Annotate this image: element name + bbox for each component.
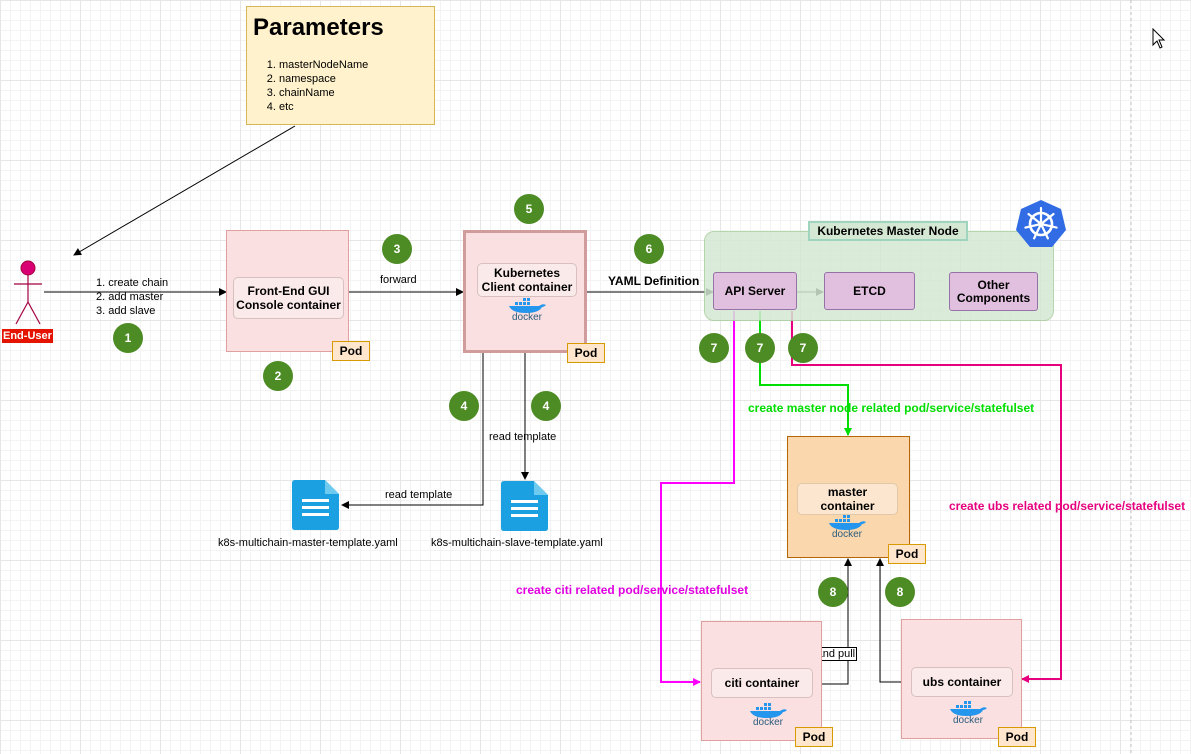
ubs-pod-label: Pod xyxy=(998,727,1036,747)
read-template-label: read template xyxy=(489,431,557,443)
etcd-box[interactable]: ETCD xyxy=(824,272,915,310)
docker-text: docker xyxy=(752,717,783,728)
end-user-actor-icon[interactable] xyxy=(10,260,46,330)
master-container-label: master xyxy=(827,485,868,499)
docker-text: docker xyxy=(952,715,983,726)
ubs-container[interactable]: ubs container xyxy=(911,667,1013,697)
citi-pod-label: Pod xyxy=(795,727,833,747)
step-7-badge: 7 xyxy=(745,333,775,363)
parameters-note: Parameters masterNodeName namespace chai… xyxy=(246,6,435,125)
docker-text: docker xyxy=(831,529,862,540)
docker-logo-icon: docker xyxy=(506,298,548,324)
parameters-title: Parameters xyxy=(253,14,384,41)
parameter-item: chainName xyxy=(279,86,368,100)
yaml-definition-label: YAML Definition xyxy=(608,274,700,288)
docker-logo-icon: docker xyxy=(747,703,789,729)
step-4-badge: 4 xyxy=(449,391,479,421)
step-7-badge: 7 xyxy=(699,333,729,363)
parameter-item: namespace xyxy=(279,72,368,86)
params-to-user-arrow xyxy=(73,125,296,256)
read-master-template-arrow xyxy=(341,353,484,509)
k8s-master-node-title: Kubernetes Master Node xyxy=(808,221,968,241)
step-7-badge: 7 xyxy=(788,333,818,363)
step-8-badge: 8 xyxy=(885,577,915,607)
docker-logo-icon: docker xyxy=(947,701,989,727)
master-template-filename: k8s-multichain-master-template.yaml xyxy=(218,537,398,549)
citi-pod[interactable]: citi container xyxy=(701,621,822,741)
user-actions-label: 1. create chain 2. add master 3. add sla… xyxy=(96,276,168,318)
frontend-pod-label: Pod xyxy=(332,341,370,361)
ubs-to-master-arrow xyxy=(876,558,910,683)
create-master-arrow xyxy=(759,311,852,436)
master-pod-label: Pod xyxy=(888,544,926,564)
step-2-badge: 2 xyxy=(263,361,293,391)
citi-container[interactable]: citi container xyxy=(711,668,813,698)
k8s-client-pod[interactable]: Kubernetes Client container xyxy=(463,230,587,353)
step-6-badge: 6 xyxy=(634,234,664,264)
slave-template-file-icon[interactable] xyxy=(500,480,550,532)
frontend-label: Front-End GUI xyxy=(247,284,330,298)
end-user-label: End-User xyxy=(2,329,53,343)
other-components-box[interactable]: Other Components xyxy=(949,272,1038,311)
master-container[interactable]: master container xyxy=(797,483,898,515)
k8s-client-label: Kubernetes xyxy=(493,266,561,280)
create-master-label: create master node related pod/service/s… xyxy=(748,401,1035,415)
master-pod[interactable]: master container xyxy=(787,436,910,558)
parameter-item: masterNodeName xyxy=(279,58,368,72)
other-components-label: Components xyxy=(956,290,1031,305)
forward-label: forward xyxy=(380,274,417,286)
api-server-box[interactable]: API Server xyxy=(713,272,797,310)
create-ubs-label: create ubs related pod/service/statefuls… xyxy=(949,499,1186,513)
ubs-pod[interactable]: ubs container xyxy=(901,619,1022,739)
step-1-badge: 1 xyxy=(113,323,143,353)
parameters-list: masterNodeName namespace chainName etc xyxy=(261,58,368,114)
k8s-client-label: Client container xyxy=(481,280,573,294)
frontend-label: Console container xyxy=(236,298,341,312)
user-action: 1. create chain xyxy=(96,277,169,289)
step-5-badge: 5 xyxy=(514,194,544,224)
slave-template-filename: k8s-multichain-slave-template.yaml xyxy=(431,537,603,549)
user-action: 3. add slave xyxy=(96,305,156,317)
user-action: 2. add master xyxy=(96,291,164,303)
docker-text: docker xyxy=(511,312,542,323)
other-components-label: Other xyxy=(977,277,1010,292)
read-template-label: read template xyxy=(385,489,453,501)
k8s-client-container[interactable]: Kubernetes Client container xyxy=(477,263,577,297)
step-8-badge: 8 xyxy=(818,577,848,607)
step-3-badge: 3 xyxy=(382,234,412,264)
create-citi-arrow xyxy=(660,311,735,686)
docker-logo-icon: docker xyxy=(826,515,868,541)
step-4-badge: 4 xyxy=(531,391,561,421)
create-citi-label: create citi related pod/service/stateful… xyxy=(516,583,749,597)
mouse-cursor-icon xyxy=(1152,28,1166,49)
parameter-item: etc xyxy=(279,100,368,114)
master-template-file-icon[interactable] xyxy=(291,479,341,531)
kubernetes-logo-icon xyxy=(1016,200,1066,247)
master-container-label: container xyxy=(820,499,875,513)
frontend-container[interactable]: Front-End GUI Console container xyxy=(233,277,344,319)
k8s-client-pod-label: Pod xyxy=(567,343,605,363)
citi-to-master-arrow xyxy=(812,558,852,685)
frontend-pod[interactable]: Front-End GUI Console container xyxy=(226,230,349,352)
